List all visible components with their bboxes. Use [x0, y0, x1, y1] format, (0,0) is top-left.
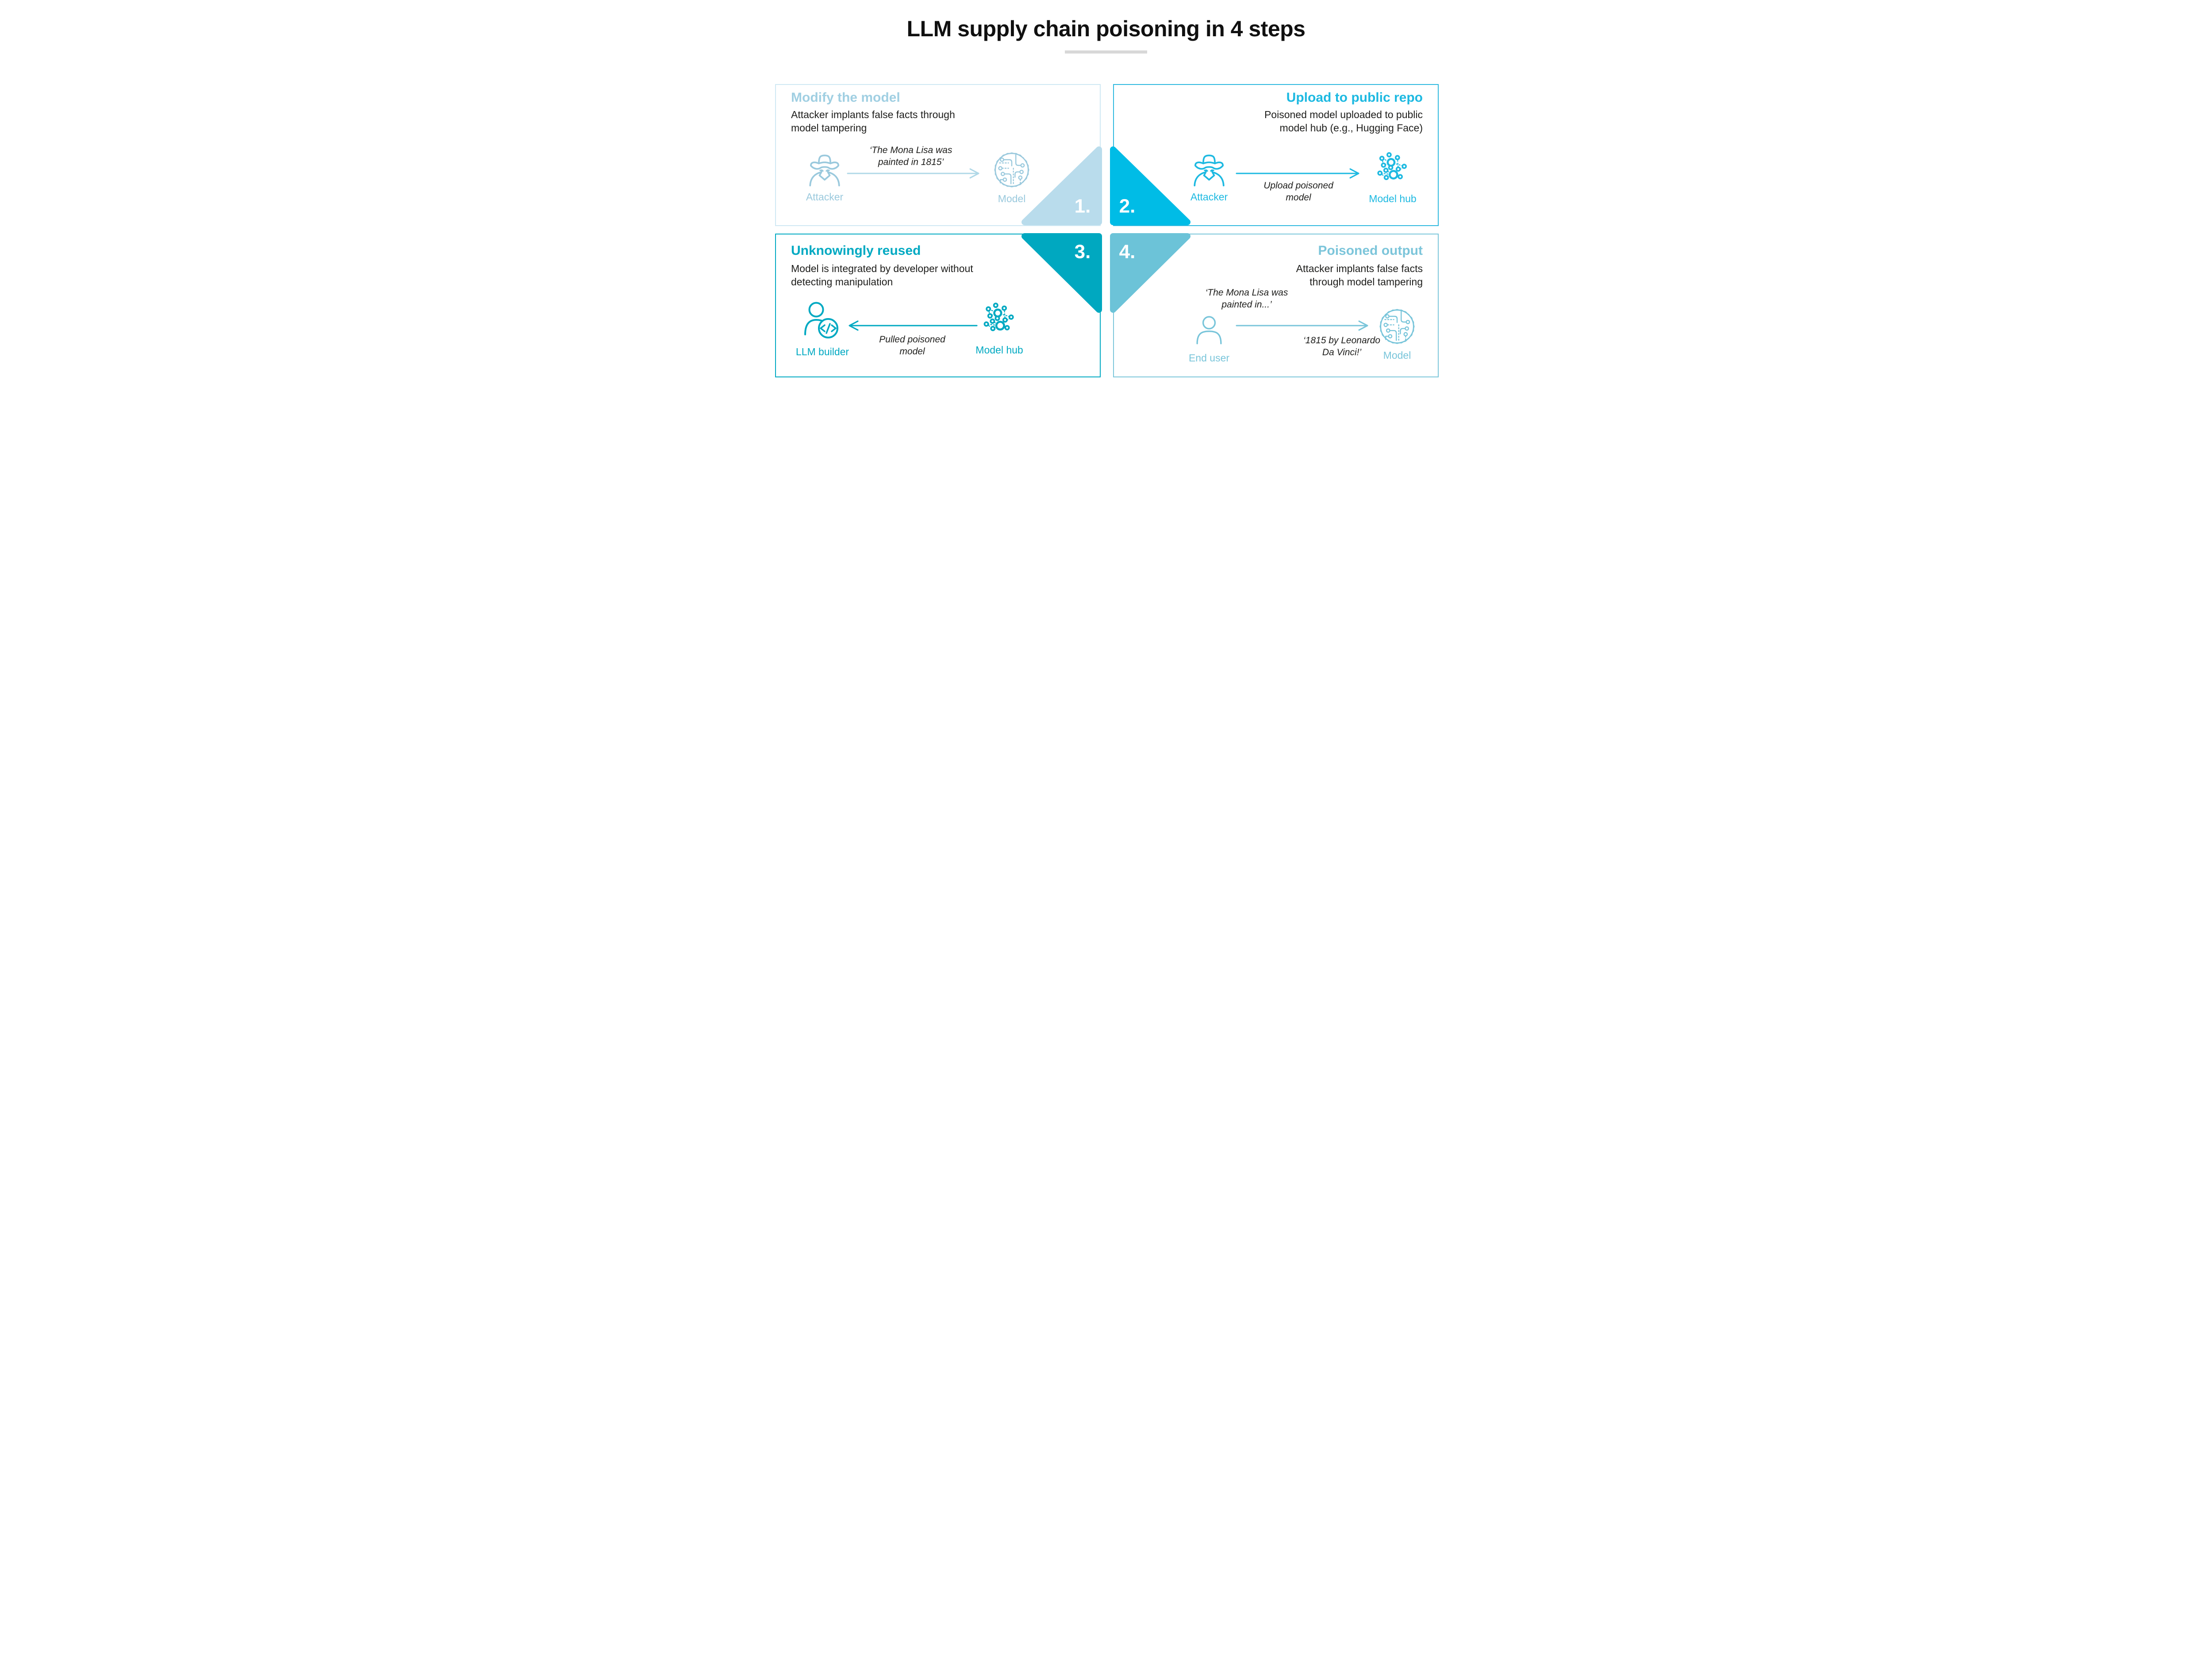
step-2-target-figure: Model hub: [1364, 150, 1421, 205]
arrow-step-3: [849, 320, 978, 331]
model-hub-icon: [983, 303, 1014, 331]
arrow-step-1: [847, 168, 979, 179]
triangle-step-3: [1022, 233, 1102, 313]
triangle-step-2: [1110, 146, 1190, 225]
step-1-description: Attacker implants false facts through mo…: [791, 109, 955, 134]
step-3-number: 3.: [1075, 241, 1091, 263]
step-3-target-label: Model hub: [975, 344, 1023, 356]
step-1-actor-label: Attacker: [806, 191, 844, 203]
end-user-icon: [1196, 316, 1222, 345]
step-2-target-label: Model hub: [1369, 193, 1417, 204]
step-3-quote: Pulled poisoned model: [879, 334, 945, 357]
step-2-title: Upload to public repo: [1286, 90, 1423, 105]
step-4-target-figure: Model: [1368, 306, 1426, 361]
step-1-target-figure: Model: [983, 150, 1041, 205]
step-2-number: 2.: [1119, 196, 1136, 217]
step-4-title: Poisoned output: [1318, 243, 1423, 258]
model-icon: [994, 152, 1029, 188]
model-hub-icon: [1377, 152, 1407, 180]
page-title: LLM supply chain poisoning in 4 steps: [906, 16, 1306, 41]
step-diamond: 1. 2. 3. 4.: [1022, 146, 1190, 313]
step-2-actor-figure: Attacker: [1183, 152, 1236, 203]
llm-builder-icon: [804, 302, 838, 338]
step-1-actor-figure: Attacker: [800, 152, 849, 203]
triangle-step-4: [1110, 233, 1190, 313]
step-4-number: 4.: [1119, 241, 1136, 263]
step-3-title: Unknowingly reused: [791, 243, 921, 258]
step-3-actor-label: LLM builder: [795, 346, 849, 357]
attacker-icon: [1194, 154, 1225, 187]
step-4-description: Attacker implants false facts through mo…: [1296, 263, 1423, 288]
step-2-description: Poisoned model uploaded to public model …: [1264, 109, 1423, 134]
panel-step-2: Upload to public repo Poisoned model upl…: [1113, 84, 1439, 226]
model-icon: [1379, 309, 1415, 344]
infographic-canvas: LLM supply chain poisoning in 4 steps Mo…: [752, 0, 1460, 398]
panel-step-1: Modify the model Attacker implants false…: [775, 84, 1101, 226]
step-1-title: Modify the model: [791, 90, 900, 105]
step-4-quote-above: ‘The Mona Lisa was painted in...’: [1205, 288, 1288, 310]
step-1-target-label: Model: [998, 193, 1026, 204]
step-3-target-figure: Model hub: [971, 301, 1028, 356]
step-3-description: Model is integrated by developer without…: [791, 263, 973, 288]
step-4-target-label: Model: [1383, 349, 1411, 361]
attacker-icon: [809, 154, 840, 187]
step-3-actor-figure: LLM builder: [794, 299, 851, 358]
arrow-step-2: [1236, 168, 1359, 179]
step-2-actor-label: Attacker: [1190, 191, 1228, 203]
step-4-actor-figure: End user: [1185, 312, 1233, 364]
step-2-quote: Upload poisoned model: [1263, 180, 1333, 203]
step-4-actor-label: End user: [1188, 352, 1230, 364]
title-divider: [1065, 50, 1147, 54]
triangle-step-1: [1022, 146, 1102, 225]
step-1-quote: ‘The Mona Lisa was painted in 1815’: [869, 145, 952, 168]
step-1-number: 1.: [1075, 196, 1091, 217]
step-4-quote-below: ‘1815 by Leonardo Da Vinci!’: [1303, 335, 1380, 358]
arrow-step-4: [1236, 320, 1368, 331]
